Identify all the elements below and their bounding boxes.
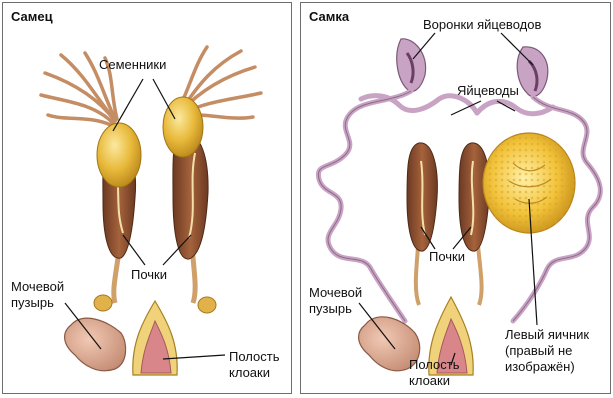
female-panel: Самка Воронки яйцеводов Яйцеводы Почки М… — [300, 2, 611, 394]
label-bladder-line2: пузырь — [11, 295, 54, 310]
female-panel-title: Самка — [309, 9, 349, 24]
left-ovary — [483, 133, 575, 233]
label-ovary-line3: изображён) — [505, 359, 575, 374]
label-oviducts: Яйцеводы — [457, 83, 519, 98]
right-testis — [163, 97, 203, 157]
label-cloaca-line2: клоаки — [229, 365, 270, 380]
label-ovary-line2: (правый не — [505, 343, 572, 358]
male-panel: Самец Семенники Почки Мочевой пузырь Пол… — [2, 2, 292, 394]
label-female-kidneys: Почки — [429, 249, 465, 264]
label-kidneys: Почки — [131, 267, 167, 282]
label-female-cloaca-line1: Полость — [409, 357, 459, 372]
label-ovary-line1: Левый яичник — [505, 327, 589, 342]
label-female-bladder-line2: пузырь — [309, 301, 352, 316]
male-panel-title: Самец — [11, 9, 53, 24]
label-bladder-line1: Мочевой — [11, 279, 64, 294]
label-cloaca-line1: Полость — [229, 349, 279, 364]
label-female-cloaca-line2: клоаки — [409, 373, 450, 388]
label-female-bladder-line1: Мочевой — [309, 285, 362, 300]
label-testes: Семенники — [99, 57, 166, 72]
left-testis — [97, 123, 141, 187]
urinary-bladder — [65, 318, 126, 371]
label-oviduct-funnels: Воронки яйцеводов — [423, 17, 541, 32]
